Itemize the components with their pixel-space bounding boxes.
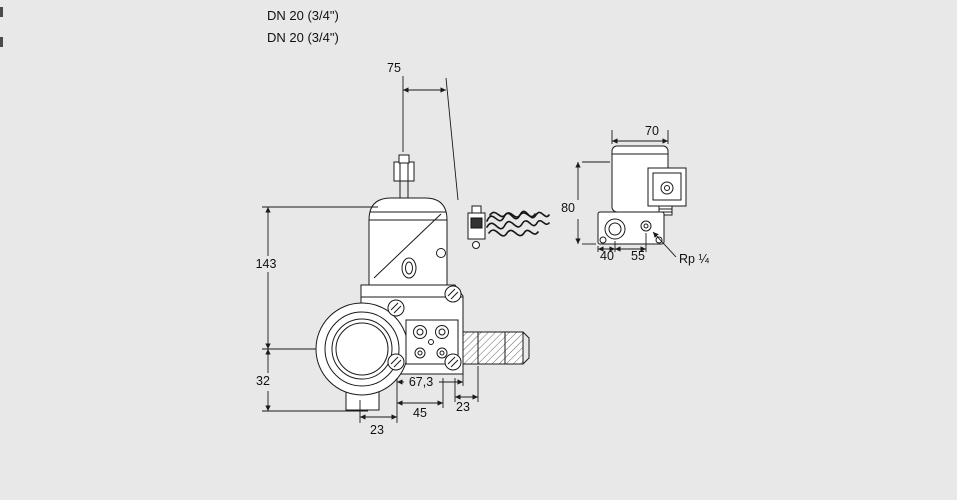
screen-edge-marks [0, 7, 3, 47]
dim-port-thread: Rp ¼ [652, 231, 709, 266]
dim-side-bottom: 40 55 [597, 233, 647, 263]
dn-label-line2: DN 20 (3/4") [267, 30, 339, 45]
screw [444, 285, 462, 303]
edge-mark [0, 7, 3, 17]
dim-80-label: 80 [561, 201, 575, 215]
front-view-drawing [315, 154, 550, 411]
stem-nut [393, 154, 415, 198]
pilot-valve-plate [405, 319, 459, 365]
dim-70-label: 70 [645, 124, 659, 138]
dim-45-label: 45 [413, 406, 427, 420]
dim-55-label: 55 [631, 249, 645, 263]
dim-bottom-right: 23 [454, 366, 479, 414]
plug-connector [467, 205, 486, 249]
pipe-flange [315, 302, 409, 396]
screw [387, 353, 405, 371]
screw [444, 353, 462, 371]
solenoid-actuator [368, 197, 448, 286]
side-port [604, 218, 626, 240]
side-tap-port [640, 220, 652, 232]
side-valve-body [597, 211, 665, 245]
dim-23-right-label: 23 [456, 400, 470, 414]
dome-detail-hole [436, 248, 446, 258]
sight-oval [401, 257, 417, 279]
dim-143-label: 143 [256, 257, 277, 271]
dim-40-label: 40 [600, 249, 614, 263]
dim-lower-height: 32 [256, 349, 368, 412]
dim-bottom-mid: 45 [397, 378, 444, 420]
dim-75-label: 75 [387, 61, 401, 75]
side-bracket [462, 331, 530, 365]
side-view-drawing [597, 145, 687, 245]
connection-labels: DN 20 (3/4") DN 20 (3/4") [267, 8, 339, 45]
dn-label-line1: DN 20 (3/4") [267, 8, 339, 23]
cable-coil [486, 210, 550, 237]
dim-67-3-label: 67,3 [409, 375, 433, 389]
dim-23-left-label: 23 [370, 423, 384, 437]
dim-side-height: 80 [561, 161, 610, 245]
dimension-annotations: 75 143 32 23 45 [256, 61, 710, 437]
flange-screws [387, 285, 462, 371]
dim-main-height: 143 [256, 206, 378, 350]
dim-32-label: 32 [256, 374, 270, 388]
dim-top-width: 75 [387, 61, 459, 201]
dim-side-top-width: 70 [611, 124, 669, 144]
dim-bottom-left: 23 [359, 378, 398, 437]
dim-body-width: 67,3 [397, 368, 464, 389]
screw [387, 299, 405, 317]
side-terminal-box [647, 167, 687, 216]
edge-mark [0, 37, 3, 47]
dim-rp-label: Rp ¼ [679, 252, 709, 266]
